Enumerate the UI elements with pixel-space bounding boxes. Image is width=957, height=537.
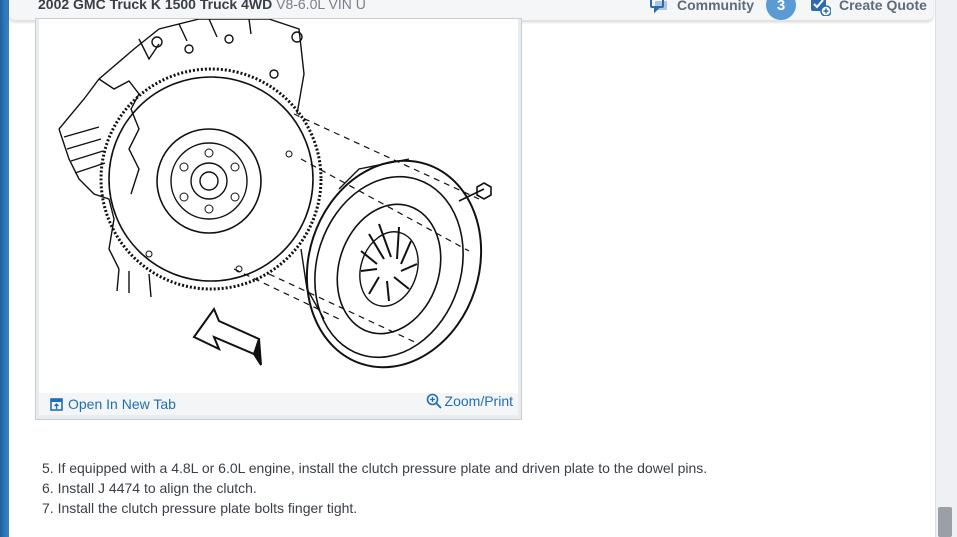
open-new-tab-icon [50,397,63,411]
open-new-tab-link[interactable]: Open In New Tab [50,396,176,412]
vehicle-title: 2002 GMC Truck K 1500 Truck 4WD V8-6.0L … [38,0,366,12]
clutch-diagram[interactable] [39,19,518,393]
vehicle-name: 2002 GMC Truck K 1500 Truck 4WD [38,0,273,12]
step-item: 6. Install J 4474 to align the clutch. [42,480,257,496]
community-label: Community [677,0,754,13]
clutch-illustration [58,19,492,369]
open-new-tab-label: Open In New Tab [68,396,176,412]
engine-block-drawing [58,19,305,298]
zoom-print-link[interactable]: Zoom/Print [426,393,513,409]
flywheel-drawing [99,67,323,291]
figure-toolbar: Open In New Tab Zoom/Print [39,393,518,415]
community-count-badge: 3 [766,0,796,20]
step-item: 7. Install the clutch pressure plate bol… [42,500,358,516]
vehicle-engine: V8-6.0L VIN U [276,0,366,12]
step-item: 5. If equipped with a 4.8L or 6.0L engin… [42,460,708,476]
zoom-print-label: Zoom/Print [444,393,513,409]
scrollbar-track[interactable] [935,0,957,537]
vehicle-header: 2002 GMC Truck K 1500 Truck 4WD V8-6.0L … [9,0,933,21]
scrollbar-thumb[interactable] [938,507,952,537]
figure-card: Open In New Tab Zoom/Print [35,18,522,420]
create-quote-label: Create Quote [839,0,927,13]
left-nav-rail [0,0,9,537]
procedure-steps: 5. If equipped with a 4.8L or 6.0L engin… [42,458,707,518]
community-button[interactable]: Community 3 [649,0,796,20]
alignment-lines [233,113,480,345]
zoom-icon [426,393,442,409]
pressure-plate-drawing [300,158,483,369]
create-quote-icon [811,0,831,16]
direction-arrow [192,306,262,366]
bolt-drawing [458,182,492,202]
create-quote-button[interactable]: Create Quote [809,0,927,18]
community-icon [650,0,667,14]
